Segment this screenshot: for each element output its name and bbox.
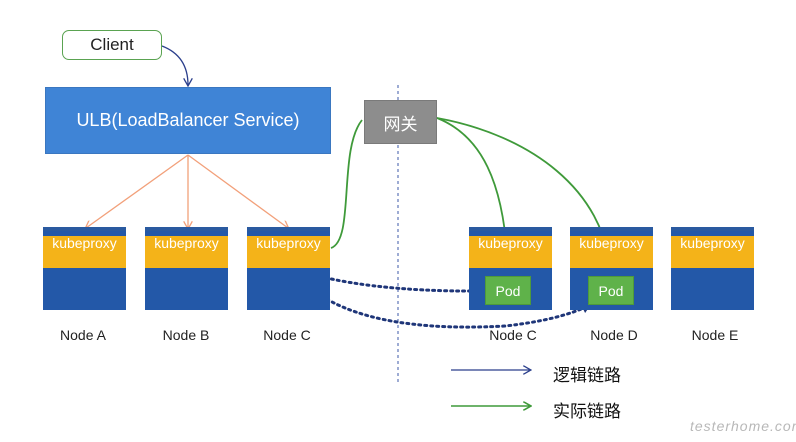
kubeproxy-band xyxy=(247,236,330,268)
node-c-left-box: kubeproxy xyxy=(247,227,330,310)
ulb-label: ULB(LoadBalancer Service) xyxy=(76,110,300,130)
ulb-to-node-c-arrow xyxy=(187,154,288,228)
legend-actual-label: 实际链路 xyxy=(553,402,621,421)
pod-label: Pod xyxy=(598,282,624,299)
node-e-box: kubeproxy xyxy=(671,227,754,310)
kubeproxy-label: kubeproxy xyxy=(154,235,219,251)
gateway-box: 网关 xyxy=(364,100,437,144)
pod-node-c: Pod xyxy=(485,276,531,305)
node-b-box: kubeproxy xyxy=(145,227,228,310)
gateway-label: 网关 xyxy=(383,114,418,134)
kubeproxy-band xyxy=(469,236,552,268)
pod-label: Pod xyxy=(495,282,521,299)
node-c-right-label: Node C xyxy=(489,327,537,343)
client-label: Client xyxy=(90,35,134,54)
node-a-label: Node A xyxy=(60,327,106,343)
watermark: testerhome.com xyxy=(690,418,796,434)
legend-logical-label: 逻辑链路 xyxy=(553,366,621,385)
kubeproxy-label: kubeproxy xyxy=(680,235,745,251)
node-e-label: Node E xyxy=(691,327,739,343)
ulb-box: ULB(LoadBalancer Service) xyxy=(45,87,331,154)
kubeproxy-band xyxy=(671,236,754,268)
kubeproxy-band xyxy=(570,236,653,268)
pod-node-d: Pod xyxy=(588,276,634,305)
client-to-ulb-arrow xyxy=(161,45,188,85)
kubeproxy-label: kubeproxy xyxy=(256,235,321,251)
node-c-right-box: kubeproxy xyxy=(469,227,552,310)
kubeproxy-band xyxy=(43,236,126,268)
node-c-left-label: Node C xyxy=(263,327,311,343)
kubeproxy-band xyxy=(145,236,228,268)
node-b-label: Node B xyxy=(162,327,210,343)
kubeproxy-label: kubeproxy xyxy=(52,235,117,251)
kubeproxy-label: kubeproxy xyxy=(579,235,644,251)
kubeproxy-label: kubeproxy xyxy=(478,235,543,251)
ulb-to-node-a-arrow xyxy=(86,154,189,228)
node-a-box: kubeproxy xyxy=(43,227,126,310)
node-d-label: Node D xyxy=(590,327,638,343)
node-c-to-gateway-link xyxy=(330,119,363,249)
client-box: Client xyxy=(62,30,162,60)
